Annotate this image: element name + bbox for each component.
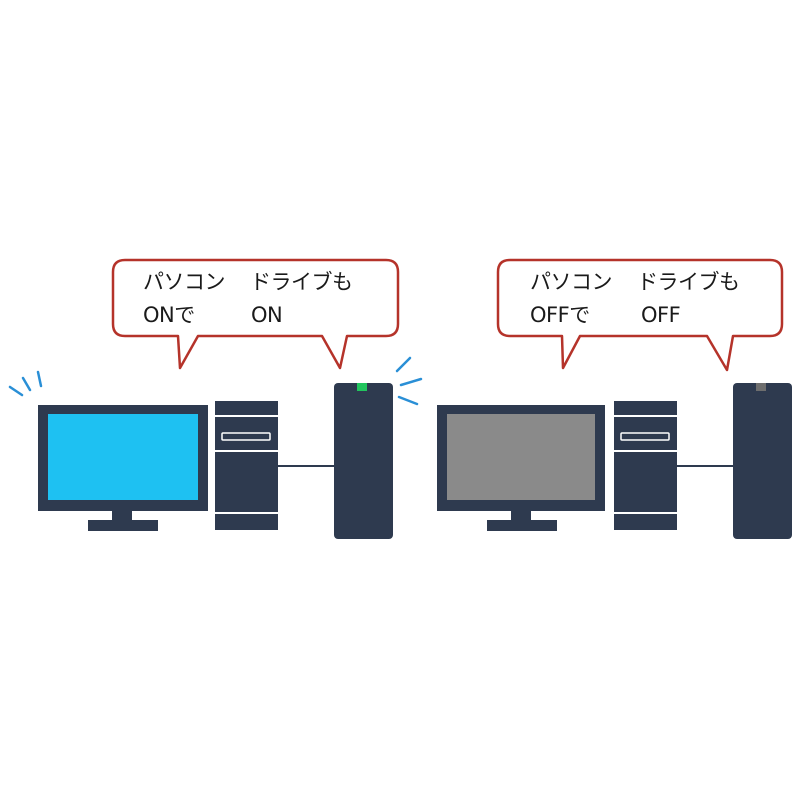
monitor-activity-icon bbox=[8, 370, 43, 397]
monitor-off bbox=[437, 405, 605, 531]
speech-bubble-on bbox=[111, 258, 400, 370]
bubble-off-drive-line1: ドライブも bbox=[637, 270, 740, 294]
bubble-off-drive-line2: OFF bbox=[641, 303, 681, 327]
bubble-on-drive-line2: ON bbox=[251, 303, 283, 327]
pc-tower-on bbox=[215, 401, 278, 530]
bubble-on-drive-line1: ドライブも bbox=[250, 270, 353, 294]
drive-activity-icon bbox=[395, 356, 423, 406]
panel-off bbox=[437, 258, 792, 539]
monitor-on bbox=[38, 405, 208, 531]
drive-led-off bbox=[756, 383, 766, 391]
external-drive-off bbox=[733, 383, 792, 539]
external-drive-on bbox=[334, 383, 393, 539]
bubble-off-pc-line2: OFFで bbox=[530, 303, 590, 327]
bubble-on-pc-line2: ONで bbox=[143, 303, 195, 327]
bubble-on-pc-line1: パソコン bbox=[143, 270, 226, 294]
drive-led-on bbox=[357, 383, 367, 391]
panel-on bbox=[8, 258, 423, 539]
speech-bubble-off bbox=[496, 258, 784, 372]
monitor-screen-off bbox=[447, 414, 595, 500]
pc-tower-off bbox=[614, 401, 677, 530]
bubble-off-pc-line1: パソコン bbox=[530, 270, 613, 294]
monitor-screen-on bbox=[48, 414, 198, 500]
